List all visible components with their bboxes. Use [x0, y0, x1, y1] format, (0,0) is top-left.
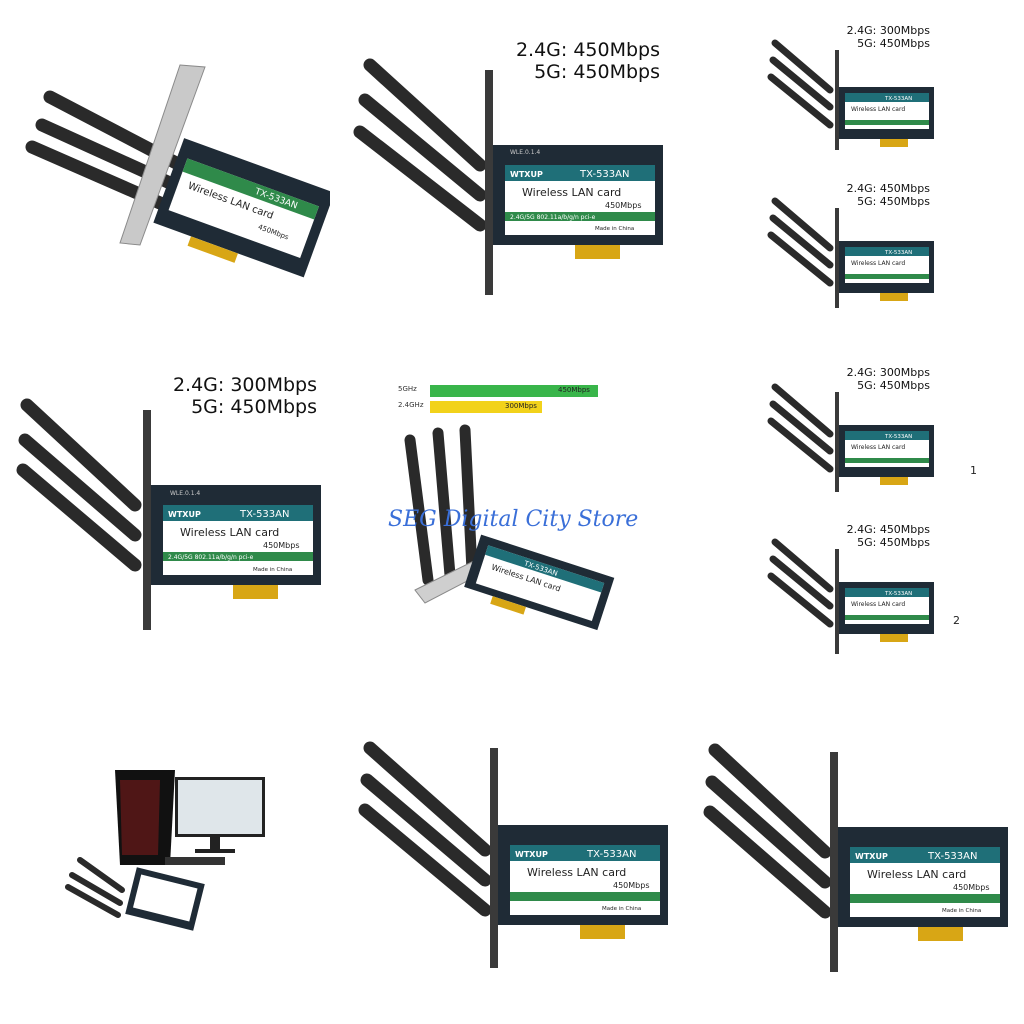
card-model: TX-533AN [927, 851, 977, 862]
card-origin: Made in China [595, 226, 634, 232]
photo-card-front-medium: 2.4G: 300Mbps 5G: 450Mbps WLE.0.1.4 WTXU… [15, 374, 335, 635]
card-speed: 450Mbps [953, 883, 990, 892]
card-title: Wireless LAN card [851, 601, 905, 608]
spec-line-5g: 5G: 450Mbps [857, 378, 930, 392]
card-illustration: WTXUP TX-533AN Wireless LAN card 450Mbps… [358, 741, 668, 968]
brand-text: WTXUP [855, 852, 888, 861]
spec-line-24g: 2.4G: 300Mbps [846, 24, 930, 37]
metal-bracket [485, 70, 493, 295]
spec-line-24g: 2.4G: 450Mbps [515, 39, 660, 61]
card-illustration: TX-533AN Wireless LAN card [767, 538, 934, 654]
bar-fill [430, 385, 598, 397]
card-std: 2.4G/5G 802.11a/b/g/n pci-e [510, 214, 596, 221]
antennas [353, 58, 487, 232]
silkscreen-text: WLE.0.1.4 [170, 490, 200, 497]
card-origin: Made in China [602, 906, 641, 912]
brand-text: WTXUP [510, 170, 543, 179]
silkscreen-text: WLE.0.1.4 [510, 149, 540, 156]
spec-line-5g: 5G: 450Mbps [534, 60, 660, 83]
store-watermark: SEG Digital City Store [388, 507, 639, 532]
speed-spec: 2.4G: 450Mbps 5G: 450Mbps [515, 39, 660, 84]
speed-spec: 2.4G: 300Mbps 5G: 450Mbps [172, 374, 317, 419]
metal-bracket [119, 64, 206, 246]
speed-spec: 2.4G: 450Mbps 5G: 450Mbps [846, 523, 930, 549]
image-index-2: 2 [953, 614, 960, 627]
spec-line-5g: 5G: 450Mbps [857, 535, 930, 549]
card-model: TX-533AN [884, 434, 912, 440]
speed-comparison-panel: 5GHz 450Mbps 2.4GHz 300Mbps TX-533AN Wir… [370, 375, 660, 640]
speed-bar-5g: 5GHz 450Mbps [370, 385, 600, 397]
card-illustration: TX-533AN Wireless LAN card [404, 424, 615, 631]
card-title: Wireless LAN card [522, 186, 621, 199]
card-model: TX-533AN [884, 250, 912, 256]
photo-card-small-b: 2.4G: 450Mbps 5G: 450Mbps TX-533AN Wirel… [765, 182, 945, 308]
speed-bar-24g: 2.4GHz 300Mbps [370, 401, 600, 413]
photo-card-small-a: 2.4G: 300Mbps 5G: 450Mbps TX-533AN Wirel… [765, 24, 945, 150]
photo-card-small-d: 2.4G: 450Mbps 5G: 450Mbps TX-533AN Wirel… [765, 523, 945, 654]
brand-text: WTXUP [515, 850, 548, 859]
card-model: TX-533AN [884, 591, 912, 597]
bar-value: 450Mbps [558, 386, 590, 394]
card-title: Wireless LAN card [851, 106, 905, 113]
spec-line-24g: 2.4G: 300Mbps [846, 366, 930, 379]
card-illustration: TX-533AN Wireless LAN card [767, 39, 934, 150]
card-speed: 450Mbps [263, 541, 300, 550]
card-model: TX-533AN [884, 96, 912, 102]
card-illustration: TX-533AN Wireless LAN card [767, 383, 934, 492]
photo-card-front-bottom-b: WTXUP TX-533AN Wireless LAN card 450Mbps… [700, 742, 1020, 972]
card-title: Wireless LAN card [180, 526, 279, 539]
card-illustration: WTXUP TX-533AN Wireless LAN card 450Mbps… [703, 743, 1008, 972]
card-title: Wireless LAN card [867, 868, 966, 881]
photo-card-small-c: 2.4G: 300Mbps 5G: 450Mbps TX-533AN Wirel… [765, 366, 945, 492]
card-model: TX-533AN [579, 169, 629, 180]
photo-card-front-bottom-a: WTXUP TX-533AN Wireless LAN card 450Mbps… [355, 740, 675, 970]
photo-angled-card: TX-533AN Wireless LAN card 450Mbps [20, 55, 335, 285]
card-origin: Made in China [942, 908, 981, 914]
pc-illustration [65, 770, 265, 931]
spec-line-24g: 2.4G: 300Mbps [172, 374, 317, 396]
card-speed: 450Mbps [613, 881, 650, 890]
spec-line-5g: 5G: 450Mbps [857, 194, 930, 208]
spec-line-5g: 5G: 450Mbps [857, 36, 930, 50]
pcb-card: TX-533AN Wireless LAN card 450Mbps [153, 138, 335, 278]
speed-spec: 2.4G: 450Mbps 5G: 450Mbps [846, 182, 930, 208]
spec-line-24g: 2.4G: 450Mbps [846, 523, 930, 536]
card-illustration: TX-533AN Wireless LAN card 450Mbps [25, 64, 335, 278]
photo-card-front-large: 2.4G: 450Mbps 5G: 450Mbps WLE.0.1.4 WTXU… [350, 39, 670, 300]
card-std: 2.4G/5G 802.11a/b/g/n pci-e [168, 554, 254, 561]
card-model: TX-533AN [239, 509, 289, 520]
band-label: 5GHz [398, 385, 417, 393]
bar-value: 300Mbps [505, 402, 537, 410]
spec-line-5g: 5G: 450Mbps [191, 395, 317, 418]
card-title: Wireless LAN card [851, 444, 905, 451]
band-label: 2.4GHz [398, 401, 424, 409]
brand-text: WTXUP [168, 510, 201, 519]
keyboard [165, 857, 225, 865]
card-model: TX-533AN [586, 849, 636, 860]
card-origin: Made in China [253, 567, 292, 573]
bar-fill [430, 401, 542, 413]
speed-spec: 2.4G: 300Mbps 5G: 450Mbps [846, 24, 930, 50]
card-illustration: WLE.0.1.4 WTXUP TX-533AN Wireless LAN ca… [353, 58, 663, 295]
speed-spec: 2.4G: 300Mbps 5G: 450Mbps [846, 366, 930, 392]
image-index-1: 1 [970, 464, 977, 477]
spec-line-24g: 2.4G: 450Mbps [846, 182, 930, 195]
photo-pc-setup [60, 765, 280, 950]
card-illustration: TX-533AN Wireless LAN card [767, 197, 934, 308]
card-speed: 450Mbps [605, 201, 642, 210]
card-illustration: WLE.0.1.4 WTXUP TX-533AN Wireless LAN ca… [16, 398, 321, 630]
card-title: Wireless LAN card [851, 260, 905, 267]
card-title: Wireless LAN card [527, 866, 626, 879]
gold-contacts [575, 245, 620, 259]
